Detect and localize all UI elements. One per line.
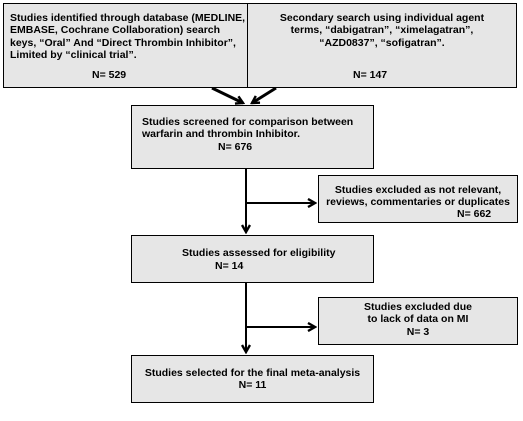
excluded-not-relevant-line-1: Studies excluded as not relevant,: [334, 184, 502, 196]
excluded-no-mi-box: Studies excluded due to lack of data on …: [318, 297, 518, 345]
arrow-secondary-to-screened: [252, 86, 277, 103]
secondary-search-line-2: terms, “dabigatran”, “ximelagatran”,: [290, 24, 474, 37]
database-search-line-4: Limited by “clinical trial”.: [10, 49, 137, 62]
excluded-not-relevant-line-2: reviews, commentaries or duplicates: [326, 196, 510, 209]
database-search-line-1: Studies identified through database (MED…: [10, 12, 246, 24]
database-search-box: Studies identified through database (MED…: [3, 3, 248, 88]
database-search-line-3: keys, “Oral” And “Direct Thrombin Inhibi…: [10, 36, 236, 49]
secondary-search-line-3: “AZD0837”, “sofigatran”.: [319, 36, 445, 49]
secondary-search-count: N= 147: [353, 69, 388, 81]
assessed-line-1: Studies assessed for eligibility: [182, 247, 336, 259]
secondary-search-line-1: Secondary search using individual agent: [279, 12, 485, 24]
arrow-database-to-screened: [211, 86, 243, 103]
assessed-count: N= 14: [215, 260, 244, 272]
excluded-no-mi-line-1: Studies excluded due: [364, 301, 472, 313]
excluded-no-mi-count: N= 3: [406, 325, 430, 338]
excluded-not-relevant-count: N= 662: [457, 208, 492, 220]
screened-line-1: Studies screened for comparison between: [142, 116, 354, 128]
final-selection-count: N= 11: [238, 379, 267, 392]
assessed-box: Studies assessed for eligibility N= 14: [131, 235, 374, 283]
database-search-count: N= 529: [92, 69, 127, 81]
screened-box: Studies screened for comparison between …: [131, 105, 374, 169]
secondary-search-box: Secondary search using individual agent …: [247, 3, 517, 88]
excluded-not-relevant-box: Studies excluded as not relevant, review…: [318, 175, 518, 223]
final-selection-box: Studies selected for the final meta-anal…: [131, 355, 374, 403]
excluded-no-mi-line-2: to lack of data on MI: [367, 313, 469, 326]
database-search-line-2: EMBASE, Cochrane Collaboration) search: [10, 24, 221, 37]
screened-line-2: warfarin and thrombin Inhibitor.: [142, 128, 301, 141]
screened-count: N= 676: [218, 141, 253, 153]
final-selection-line-1: Studies selected for the final meta-anal…: [144, 367, 361, 379]
